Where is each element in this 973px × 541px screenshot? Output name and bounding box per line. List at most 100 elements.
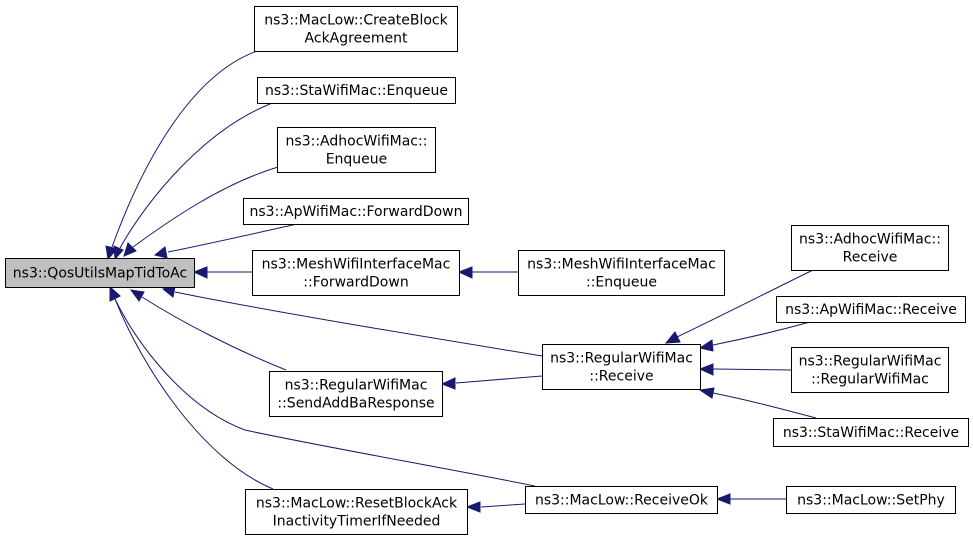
edge-arrowhead: [192, 266, 208, 279]
node-meshEnq[interactable]: ns3::MeshWifiInterfaceMac::Enqueue: [518, 250, 725, 296]
node-label: ns3::MeshWifiInterfaceMac: [527, 257, 716, 273]
edge-arrowhead: [440, 377, 456, 390]
edge-line: [114, 298, 536, 487]
edge-arrowhead: [109, 285, 121, 302]
node-label: ns3::MacLow::ResetBlockAck: [256, 496, 458, 512]
edge-adhocEnq-to-root: [123, 166, 279, 257]
node-box: [791, 347, 949, 393]
edge-meshEnq-to-meshFwd: [457, 266, 518, 279]
nodes-layer: ns3::QosUtilsMapTidToAc ns3::MacLow::Crea…: [5, 6, 969, 535]
node-box: [525, 486, 718, 514]
edge-arrowhead: [465, 501, 481, 513]
edge-line: [119, 103, 271, 249]
edge-recvOk-to-resetBA: [465, 501, 526, 513]
edge-apRcv-to-regRecv: [698, 321, 811, 352]
node-box: [252, 250, 460, 296]
node-label: ns3::QosUtilsMapTidToAc: [13, 266, 187, 282]
edge-setPhy-to-recvOk: [715, 493, 786, 505]
node-label: Enqueue: [326, 152, 388, 168]
edge-line: [132, 166, 279, 248]
node-setPhy[interactable]: ns3::MacLow::SetPhy: [786, 486, 956, 514]
root-node[interactable]: ns3::QosUtilsMapTidToAc: [5, 258, 195, 288]
node-sendAdd[interactable]: ns3::RegularWifiMac::SendAddBaResponse: [269, 371, 443, 417]
node-box: [542, 344, 701, 390]
node-meshFwd[interactable]: ns3::MeshWifiInterfaceMac::ForwardDown: [252, 250, 460, 296]
node-adhocRcv[interactable]: ns3::AdhocWifiMac::Receive: [791, 225, 949, 271]
edge-line: [712, 392, 817, 419]
edge-arrowhead: [664, 331, 681, 344]
edge-line: [141, 296, 287, 371]
edge-line: [712, 321, 811, 346]
edge-regRecv-to-sendAdd: [440, 375, 543, 390]
edge-arrowhead: [153, 246, 168, 259]
node-staRcv[interactable]: ns3::StaWifiMac::Receive: [773, 418, 969, 447]
node-label: ns3::ApWifiMac::ForwardDown: [250, 204, 463, 220]
node-box: [269, 371, 443, 417]
node-adhocEnq[interactable]: ns3::AdhocWifiMac::Enqueue: [277, 127, 436, 173]
node-apRcv[interactable]: ns3::ApWifiMac::Receive: [776, 296, 966, 323]
edge-line: [111, 50, 258, 248]
node-box: [786, 486, 956, 514]
node-recvOk[interactable]: ns3::MacLow::ReceiveOk: [525, 486, 718, 514]
edge-arrowhead: [457, 266, 473, 279]
node-label: ns3::MacLow::ReceiveOk: [535, 493, 709, 509]
node-label: ns3::AdhocWifiMac::: [286, 134, 428, 150]
node-label: ::Receive: [589, 369, 653, 385]
node-label: ::Enqueue: [586, 275, 657, 291]
edge-line: [712, 368, 792, 371]
edge-staRcv-to-regRecv: [698, 387, 817, 419]
node-box: [773, 418, 969, 447]
node-label: ns3::StaWifiMac::Receive: [783, 425, 959, 441]
edge-arrowhead: [698, 363, 714, 376]
edge-line: [480, 503, 526, 508]
edge-arrowhead: [129, 289, 145, 302]
edge-regRecv-to-root: [161, 285, 543, 357]
edge-adhocRcv-to-regRecv: [664, 269, 814, 344]
node-box: [243, 198, 469, 225]
edge-arrowhead: [715, 493, 731, 505]
edge-arrowhead: [123, 242, 137, 257]
edge-line: [676, 269, 814, 338]
node-regCtor[interactable]: ns3::RegularWifiMac::RegularWifiMac: [791, 347, 949, 393]
node-label: ns3::RegularWifiMac: [285, 378, 428, 394]
node-label: AckAgreement: [305, 31, 408, 47]
edge-regCtor-to-regRecv: [698, 363, 792, 376]
edge-line: [174, 291, 543, 357]
node-box: [254, 6, 458, 52]
node-label: ns3::ApWifiMac::Receive: [785, 302, 957, 318]
node-label: ns3::RegularWifiMac: [550, 351, 693, 367]
edge-arrowhead: [698, 339, 714, 352]
node-box: [776, 296, 966, 323]
node-box: [5, 258, 195, 288]
node-box: [791, 225, 949, 271]
edge-createBA-to-root: [105, 50, 258, 261]
node-label: Receive: [843, 250, 898, 266]
edge-meshFwd-to-root: [192, 266, 252, 279]
node-label: ns3::MeshWifiInterfaceMac: [262, 257, 451, 273]
node-regRecv[interactable]: ns3::RegularWifiMac::Receive: [542, 344, 701, 390]
edge-line: [455, 375, 543, 384]
edge-sendAdd-to-root: [129, 289, 287, 371]
node-label: ns3::RegularWifiMac: [799, 354, 942, 370]
node-label: ns3::StaWifiMac::Enqueue: [265, 83, 448, 99]
node-resetBA[interactable]: ns3::MacLow::ResetBlockAckInactivityTime…: [245, 489, 468, 535]
node-box: [518, 250, 725, 296]
edge-staEnq-to-root: [113, 103, 271, 261]
node-label: ::SendAddBaResponse: [277, 396, 434, 412]
node-label: ::RegularWifiMac: [811, 372, 929, 388]
edge-line: [167, 223, 298, 253]
node-label: InactivityTimerIfNeeded: [273, 514, 441, 530]
node-label: ns3::MacLow::SetPhy: [797, 493, 945, 509]
edge-resetBA-to-root: [109, 285, 274, 490]
node-apFwd[interactable]: ns3::ApWifiMac::ForwardDown: [243, 198, 469, 225]
edge-line: [114, 298, 274, 490]
node-box: [245, 489, 468, 535]
node-label: ns3::MacLow::CreateBlock: [264, 13, 448, 29]
node-label: ::ForwardDown: [303, 275, 408, 291]
node-box: [257, 77, 456, 104]
edge-arrowhead: [698, 387, 715, 399]
edges-layer: [105, 50, 817, 513]
node-staEnq[interactable]: ns3::StaWifiMac::Enqueue: [257, 77, 456, 104]
